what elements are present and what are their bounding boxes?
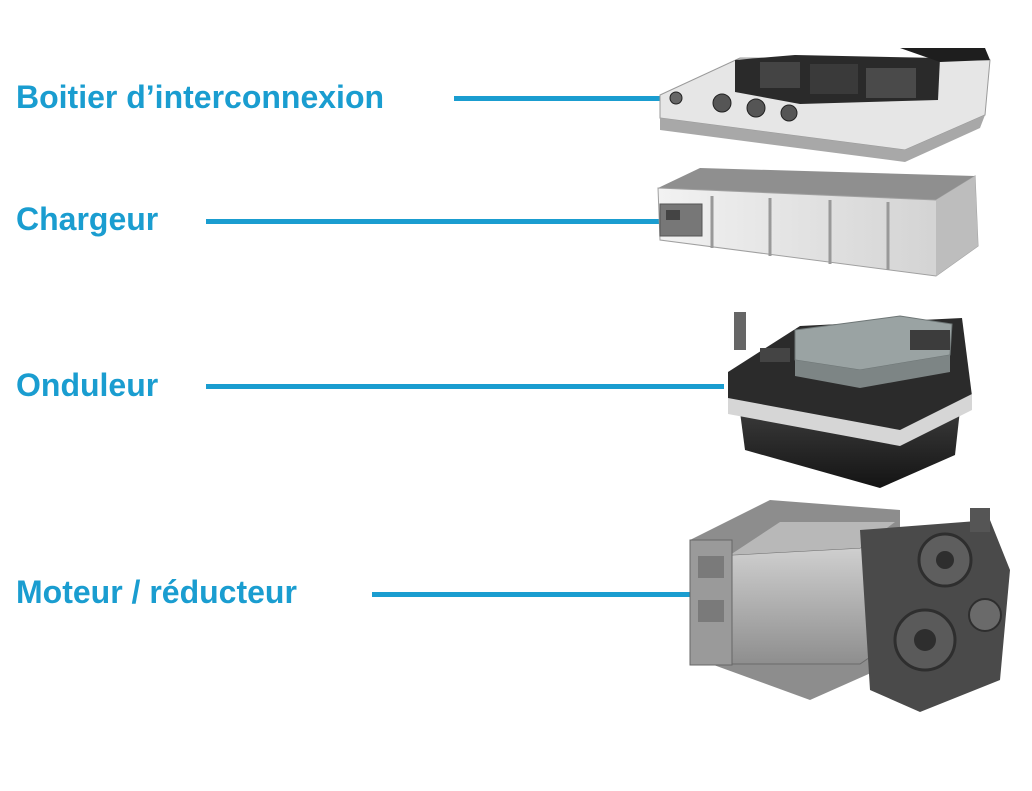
leader-line-inverter — [206, 384, 724, 389]
inverter-icon — [728, 312, 972, 488]
label-inverter: Onduleur — [16, 367, 159, 403]
leader-line-motor-gearbox — [372, 592, 704, 597]
label-junction-box: Boitier d’interconnexion — [16, 79, 385, 115]
leader-line-charger — [206, 219, 666, 224]
junction-box-icon — [659, 48, 991, 162]
label-charger: Chargeur — [16, 201, 159, 237]
label-motor-gearbox: Moteur / réducteur — [16, 574, 297, 610]
leader-line-junction-box — [454, 96, 670, 101]
motor-gearbox-icon — [689, 500, 1010, 712]
charger-icon — [657, 168, 979, 277]
